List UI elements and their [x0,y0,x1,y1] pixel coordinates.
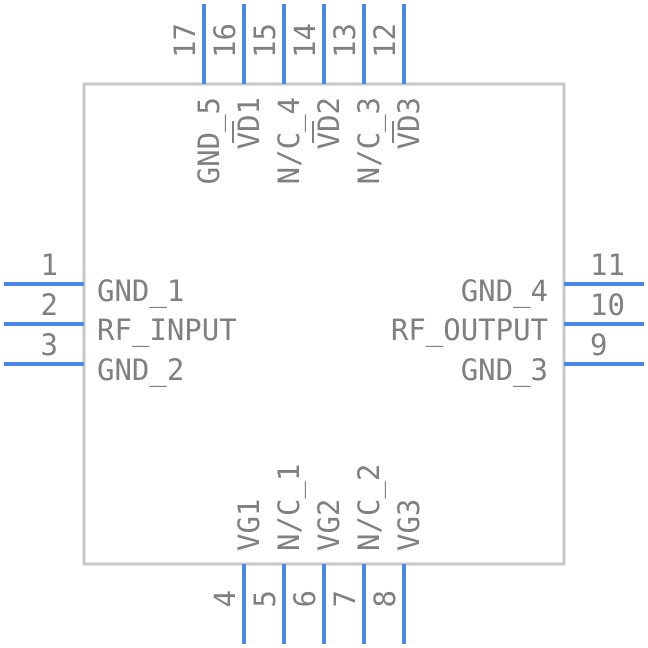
pin-12-name: VD3 [392,97,426,149]
pin-13-name: N/C_3 [352,97,387,184]
pin-15-number: 15 [248,23,282,58]
pin-6-name: VG2 [312,499,346,551]
pin-8-number: 8 [368,590,402,607]
pin-4-name: VG1 [232,499,266,551]
pin-16-name: VD1 [232,97,266,149]
pin-3-name: GND_2 [97,353,184,388]
pin-14-number: 14 [288,23,322,58]
pin-9-number: 9 [590,328,607,362]
pin-11-number: 11 [590,248,625,282]
pin-15-name: N/C_4 [272,97,307,184]
pin-9-name: GND_3 [461,353,548,388]
pin-3-number: 3 [41,328,58,362]
pin-14-name: VD2 [312,97,346,149]
pin-5-number: 5 [248,590,282,607]
pin-7-number: 7 [328,590,362,607]
pin-11-name: GND_4 [461,274,548,309]
pin-4-number: 4 [208,590,242,607]
pin-8-name: VG3 [392,499,426,551]
pin-10-number: 10 [590,288,625,322]
pin-1-number: 1 [41,248,58,282]
pin-17-number: 17 [168,23,202,58]
pin-7-name: N/C_2 [352,464,387,551]
pin-17-name: GND_5 [192,97,227,184]
pin-10-name: RF_OUTPUT [391,313,548,348]
pin-13-number: 13 [328,23,362,58]
pin-2-number: 2 [41,288,58,322]
pin-1-name: GND_1 [97,274,184,309]
pin-6-number: 6 [288,590,322,607]
pin-12-number: 12 [368,23,402,58]
pin-5-name: N/C_1 [272,464,307,551]
pin-16-number: 16 [208,23,242,58]
pin-2-name: RF_INPUT [97,313,237,348]
